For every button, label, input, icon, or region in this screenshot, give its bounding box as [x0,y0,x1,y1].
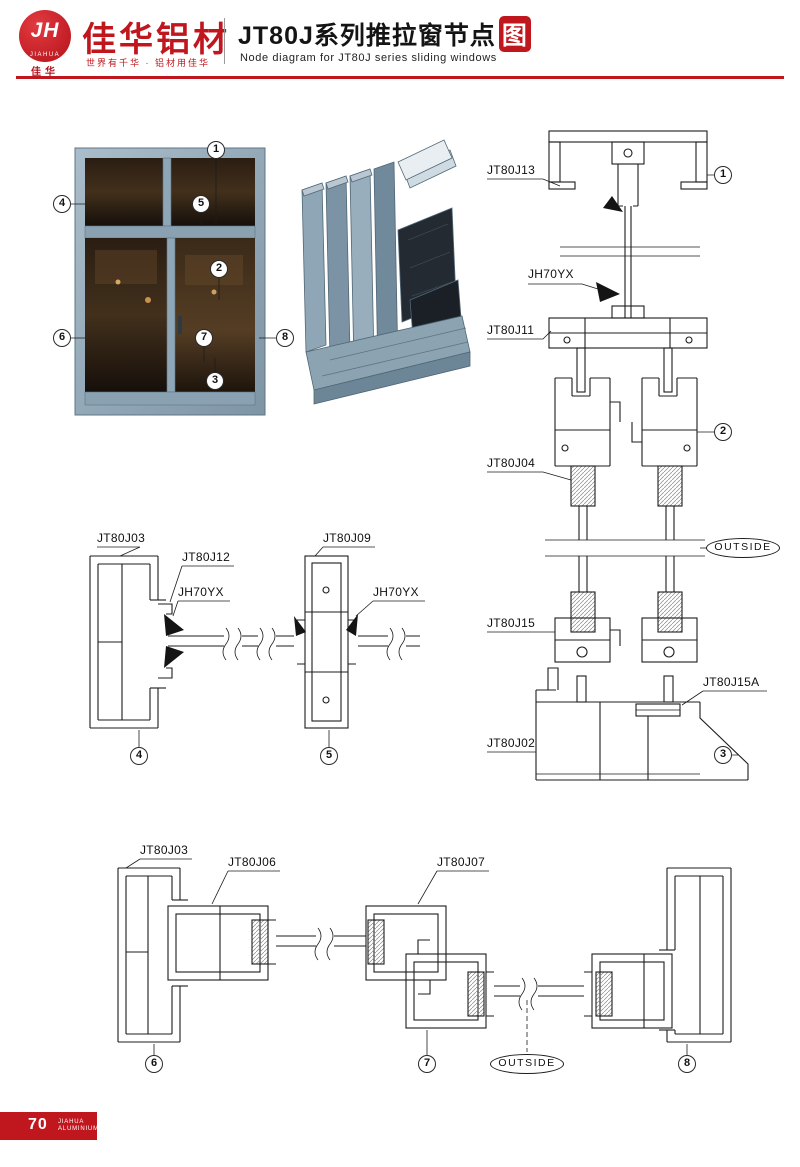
label-jt80j15: JT80J15 [487,616,536,630]
outside-oval-bottom: OUTSIDE [490,1054,564,1074]
label-s5-jh70yx: JH70YX [373,585,419,599]
footer-brand-line1: JIAHUA [58,1119,85,1125]
gasket-s4-upper [164,614,184,636]
callout-section-7: 7 [418,1055,436,1073]
page-number: 70 [28,1116,48,1133]
label-s4-jt80j03: JT80J03 [97,531,146,545]
callout-section-3: 3 [714,746,732,764]
page-title-text: JT80J系列推拉窗节点 [238,22,496,50]
callout-7: 7 [195,329,213,347]
brand-name: 佳华铝材 [82,22,230,59]
gasket-jh70yx-right [596,282,620,302]
callout-3: 3 [206,372,224,390]
label-jt80j11: JT80J11 [487,323,535,337]
jiahua-logo-icon: JH JIAHUA [19,10,71,62]
label-jt80j13: JT80J13 [487,163,536,177]
logo-monogram: JH [30,19,60,42]
bottom-horizontal-section [117,867,732,1043]
label-b-jt80j03: JT80J03 [140,843,189,857]
gasket-s5-left [294,616,306,636]
gasket-s5-right [346,614,358,636]
brand-logo: JH JIAHUA 佳华 [16,10,74,78]
outside-oval-right: OUTSIDE [706,538,780,558]
label-jt80j02: JT80J02 [487,736,536,750]
callout-8: 8 [276,329,294,347]
label-jt80j04: JT80J04 [487,456,536,470]
callout-section-6: 6 [145,1055,163,1073]
right-vertical-section [535,130,749,781]
footer-brand-line2: ALUMINIUM [58,1126,99,1132]
callout-5: 5 [192,195,210,213]
label-jt80j15a: JT80J15A [703,675,760,689]
label-s5-jt80j09: JT80J09 [323,531,372,545]
label-b-jt80j06: JT80J06 [228,855,277,869]
section-5-drawing [297,555,420,729]
profile-3d-render [301,139,471,405]
logo-cn-text: 佳华 [31,67,59,78]
gasket-s4-lower [164,646,184,668]
brand-tagline: 世界有千华 · 铝材用佳华 [86,58,210,68]
header-rule [16,76,784,79]
label-b-jt80j07: JT80J07 [437,855,486,869]
footer-brand: JIAHUA ALUMINIUM [58,1119,99,1133]
callout-1: 1 [207,141,225,159]
header-divider [224,18,225,64]
leader-lines [71,159,767,1055]
label-s4-jt80j12: JT80J12 [182,550,231,564]
logo-ring-text: JIAHUA [29,52,61,58]
callout-section-2: 2 [714,423,732,441]
gasket-top [603,196,623,212]
callout-section-5: 5 [320,747,338,765]
page-subtitle: Node diagram for JT80J series sliding wi… [240,52,497,64]
callout-2: 2 [210,260,228,278]
window-photo [74,147,266,416]
callout-section-4: 4 [130,747,148,765]
page-title: JT80J系列推拉窗节点图 [238,16,531,52]
section-4-drawing [89,555,294,729]
callout-section-1: 1 [714,166,732,184]
callout-4: 4 [53,195,71,213]
page-title-badge: 图 [498,16,531,52]
label-jh70yx-right: JH70YX [528,267,574,281]
footer-bar: 70 JIAHUA ALUMINIUM [0,1112,99,1140]
callout-section-8: 8 [678,1055,696,1073]
label-s4-jh70yx: JH70YX [178,585,224,599]
callout-6: 6 [53,329,71,347]
